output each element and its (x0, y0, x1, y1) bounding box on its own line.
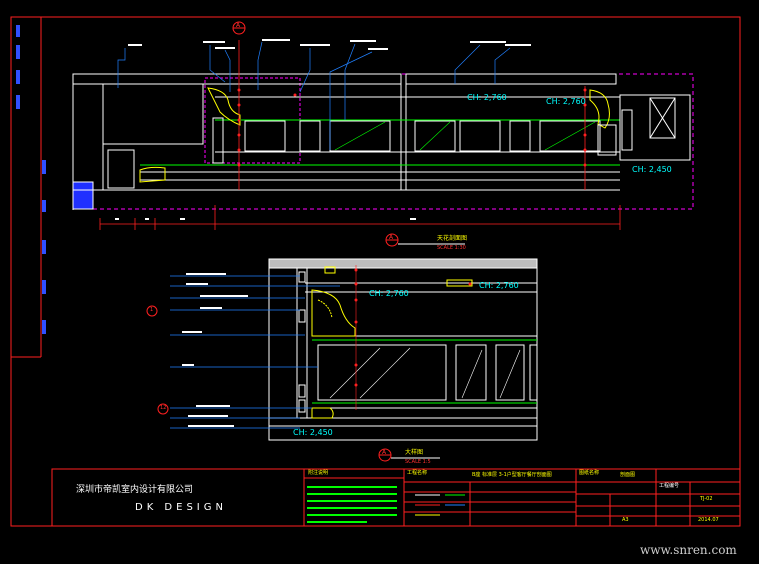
section-tag-top (232, 21, 246, 35)
detail-tag-letter: A (382, 449, 387, 456)
elevation-leaders (117, 41, 511, 150)
detail-view-section (268, 258, 538, 441)
brand-name: DK DESIGN (135, 502, 227, 513)
drawing-number: TJ-02 (700, 496, 713, 502)
ceiling-height-label: CH: 2,760 (546, 97, 586, 106)
company-name: 深圳市帝凯室内设计有限公司 (76, 485, 194, 495)
title-block-legend (415, 494, 465, 516)
detail-leader-labels (182, 273, 248, 427)
detail-ceiling-height-label: CH: 2,450 (293, 428, 333, 437)
detail-leaders (170, 275, 340, 429)
drawing-no-label: 工程编号 (659, 483, 680, 489)
elevation-title-tag (385, 233, 465, 247)
elevation-leader-labels (128, 39, 531, 50)
elevation-title: 天花剖面图 (437, 235, 468, 242)
detail-callouts (146, 305, 169, 415)
detail-ceiling-height-label: CH: 2,760 (479, 281, 519, 290)
detail-ceiling-height-label: CH: 2,760 (369, 289, 409, 298)
section-tag-letter: A (236, 22, 241, 29)
project-name: B座 标准层 3-1户型客厅餐厅剖面图 (472, 472, 552, 478)
title-block-notes-text (307, 486, 397, 523)
detail-title: 大样图 (405, 449, 424, 456)
elevation-dimension-line (99, 205, 621, 230)
drawing-name-label: 图纸名称 (579, 470, 600, 476)
project-label: 工程名称 (407, 470, 428, 476)
sheet-size: A3 (622, 517, 629, 523)
drawing-name: 剖面图 (620, 472, 636, 478)
title-block (51, 468, 741, 527)
detail-callout-12: 12 (160, 405, 167, 411)
watermark: www.snren.com (640, 543, 737, 557)
notes-label: 附注说明 (308, 470, 329, 476)
detail-scale: SCALE 1:5 (405, 459, 431, 465)
detail-callout-1: 1 (150, 307, 154, 313)
detail-title-tag (378, 448, 440, 462)
drawing-date: 2014.07 (698, 517, 719, 523)
elevation-scale: SCALE 1:30 (437, 245, 466, 251)
ceiling-height-label: CH: 2,760 (467, 93, 507, 102)
binding-labels (16, 25, 46, 334)
elevation-tag-letter: A (389, 234, 394, 241)
sheet-border (10, 16, 741, 527)
ceiling-height-label: CH: 2,450 (632, 165, 672, 174)
elevation-ceiling-section (72, 40, 694, 210)
